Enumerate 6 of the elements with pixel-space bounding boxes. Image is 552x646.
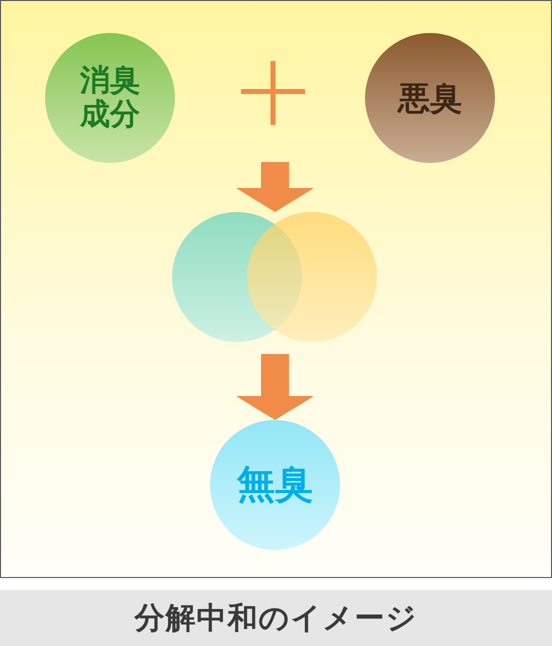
caption: 分解中和のイメージ: [134, 600, 418, 638]
block-arrow: [236, 354, 314, 420]
block-arrow: [236, 162, 314, 212]
circle-label: 無臭: [236, 463, 314, 507]
circle-label: 悪臭: [396, 80, 463, 116]
circle-label: 消臭成分: [78, 64, 141, 132]
